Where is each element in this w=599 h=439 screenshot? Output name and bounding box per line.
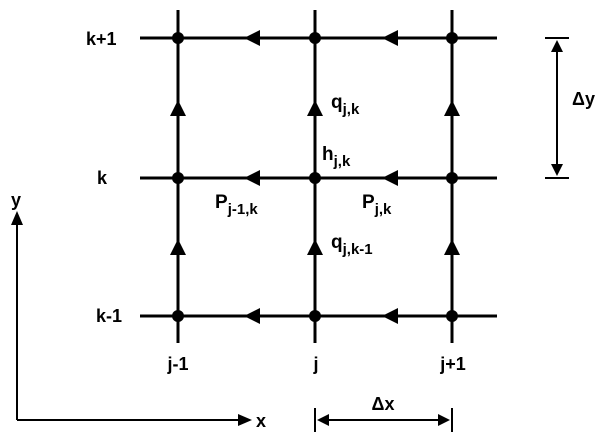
column-label-left: j-1	[166, 354, 188, 374]
variable-p-left: Pj-1,k	[215, 192, 258, 218]
variable-p-left-base: P	[215, 192, 228, 213]
flow-arrow-up-left-upper	[170, 100, 186, 116]
row-label-bottom: k-1	[96, 306, 122, 326]
flow-arrow-up-right-upper	[444, 100, 460, 116]
dy-label: Δy	[572, 89, 595, 109]
column-label-right: j+1	[439, 354, 466, 374]
flow-arrow-right-middle-right	[382, 170, 398, 186]
variable-p-right: Pj,k	[362, 192, 392, 218]
y-axis-label: y	[11, 190, 21, 210]
row-label-top: k+1	[86, 29, 117, 49]
flow-arrow-right-top-left	[244, 30, 260, 46]
x-axis-arrow-icon	[238, 414, 252, 426]
dx-arrow-left-icon	[317, 414, 329, 426]
dy-arrow-down-icon	[551, 164, 563, 176]
flow-arrow-right-bottom-right	[382, 308, 398, 324]
variable-q-upper-base: q	[331, 92, 343, 113]
grid-node	[309, 172, 321, 184]
grid-node	[172, 32, 184, 44]
variable-h: hj,k	[322, 144, 351, 170]
flow-arrow-right-middle-left	[244, 170, 260, 186]
grid-node	[172, 172, 184, 184]
variable-q-lower-base: q	[331, 232, 343, 253]
grid-node	[309, 310, 321, 322]
variable-p-left-subscript: j-1,k	[227, 201, 259, 218]
flow-arrow-up-middle-upper	[307, 100, 323, 116]
row-label-middle: k	[97, 168, 108, 188]
dx-arrow-right-icon	[438, 414, 450, 426]
dx-label: Δx	[372, 394, 395, 414]
grid-node	[446, 172, 458, 184]
variable-h-subscript: j,k	[333, 153, 351, 170]
grid-node	[172, 310, 184, 322]
variable-p-right-subscript: j,k	[374, 201, 392, 218]
flow-arrow-up-right-lower	[444, 239, 460, 255]
column-label-middle: j	[312, 354, 318, 374]
grid-node	[309, 32, 321, 44]
variable-p-right-base: P	[362, 192, 375, 213]
x-axis-label: x	[256, 411, 266, 431]
flow-arrow-right-bottom-left	[244, 308, 260, 324]
variable-h-base: h	[322, 144, 334, 165]
variable-q-upper: qj,k	[331, 92, 360, 118]
dy-arrow-up-icon	[551, 40, 563, 52]
variable-q-upper-subscript: j,k	[342, 101, 360, 118]
y-axis-arrow-icon	[11, 211, 23, 225]
flow-arrow-up-left-lower	[170, 239, 186, 255]
flow-arrow-right-top-right	[382, 30, 398, 46]
grid-node	[446, 32, 458, 44]
variable-q-lower-subscript: j,k-1	[342, 241, 373, 258]
grid-node	[446, 310, 458, 322]
variable-q-lower: qj,k-1	[331, 232, 373, 258]
flow-arrow-up-middle-lower	[307, 239, 323, 255]
